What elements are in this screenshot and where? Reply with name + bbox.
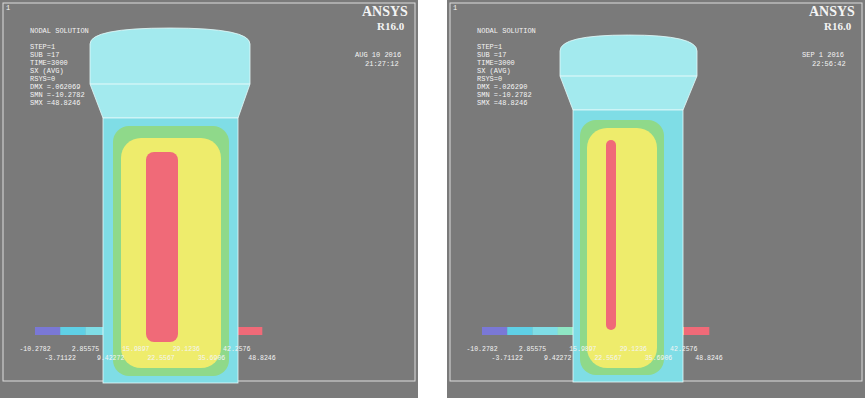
plot-info: SX (AVG) — [477, 68, 511, 75]
contour-bin — [60, 327, 86, 335]
time-label: 22:56:42 — [812, 61, 846, 68]
cap-edge — [560, 76, 697, 77]
legend-value: 2.85575 — [519, 347, 546, 354]
legend-value: 42.2576 — [223, 347, 250, 354]
legend-value: 15.9897 — [569, 347, 596, 354]
column-shaft — [573, 110, 683, 382]
legend-value: -3.71122 — [492, 356, 523, 363]
legend-value: 22.5567 — [594, 356, 621, 363]
time-label: 21:27:12 — [365, 61, 399, 68]
plot-info: RSYS=0 — [30, 76, 55, 83]
plot-heading: NODAL SOLUTION — [30, 28, 89, 35]
panel-ground — [447, 0, 865, 398]
plot-frame — [3, 3, 415, 381]
plot-info: TIME=3000 — [30, 60, 68, 67]
contour-bin — [532, 327, 558, 335]
plot-info: SMN =-10.2782 — [30, 92, 85, 99]
legend-value: 22.5567 — [147, 356, 174, 363]
legend-value: 42.2576 — [670, 347, 697, 354]
plot-info: SUB =17 — [30, 52, 59, 59]
legend-value: 48.8246 — [248, 356, 275, 363]
plot-panel — [0, 0, 418, 398]
column-cap — [90, 28, 250, 118]
contour-bin — [684, 327, 710, 335]
legend-value: -10.2782 — [466, 347, 497, 354]
column-model — [90, 28, 250, 383]
plot-info: SMX =48.8246 — [477, 100, 527, 107]
legend-value: 48.8246 — [695, 356, 722, 363]
legend-value: 9.42272 — [544, 356, 571, 363]
legend-value: 29.1236 — [620, 347, 647, 354]
plot-frame — [450, 3, 862, 381]
column-model — [560, 35, 697, 382]
plot-info: DMX =.062069 — [30, 84, 80, 91]
plot-info: SX (AVG) — [30, 68, 64, 75]
legend-value: 35.6906 — [645, 356, 672, 363]
plot-info: STEP=1 — [30, 44, 55, 51]
window-number: 1 — [6, 5, 10, 12]
contour-green — [580, 120, 664, 375]
legend-value: 29.1236 — [173, 347, 200, 354]
date-label: SEP 1 2016 — [802, 52, 844, 59]
legend-value: 35.6906 — [198, 356, 225, 363]
legend-value: -10.2782 — [19, 347, 50, 354]
contour-bin — [507, 327, 533, 335]
contour-bin — [482, 327, 508, 335]
plot-info: RSYS=0 — [477, 76, 502, 83]
contour-green — [113, 126, 229, 376]
column-shaft — [103, 118, 238, 383]
version-label: R16.0 — [824, 21, 851, 32]
plot-heading: NODAL SOLUTION — [477, 28, 536, 35]
contour-bin — [237, 327, 263, 335]
contour-yellow — [121, 138, 221, 368]
legend-value: 2.85575 — [72, 347, 99, 354]
contour-yellow — [587, 128, 657, 368]
ansys-logo: ANSYS — [362, 5, 408, 19]
plot-info: SMN =-10.2782 — [477, 92, 532, 99]
legend-value: 15.9897 — [122, 347, 149, 354]
contour-bin — [35, 327, 61, 335]
plot-info: TIME=3000 — [477, 60, 515, 67]
legend-value: -3.71122 — [45, 356, 76, 363]
panel-ground — [0, 0, 418, 398]
date-label: AUG 10 2016 — [355, 52, 401, 59]
plot-info: STEP=1 — [477, 44, 502, 51]
plot-info: SMX =48.8246 — [30, 100, 80, 107]
plot-info: SUB =17 — [477, 52, 506, 59]
cap-edge — [90, 84, 250, 85]
contour-red — [146, 152, 178, 342]
ansys-logo: ANSYS — [809, 5, 855, 19]
version-label: R16.0 — [377, 21, 404, 32]
plot-panel — [447, 0, 865, 398]
plot-info: DMX =.026290 — [477, 84, 527, 91]
legend-value: 9.42272 — [97, 356, 124, 363]
window-number: 1 — [453, 5, 457, 12]
column-cap — [560, 35, 697, 110]
contour-red — [606, 140, 616, 330]
